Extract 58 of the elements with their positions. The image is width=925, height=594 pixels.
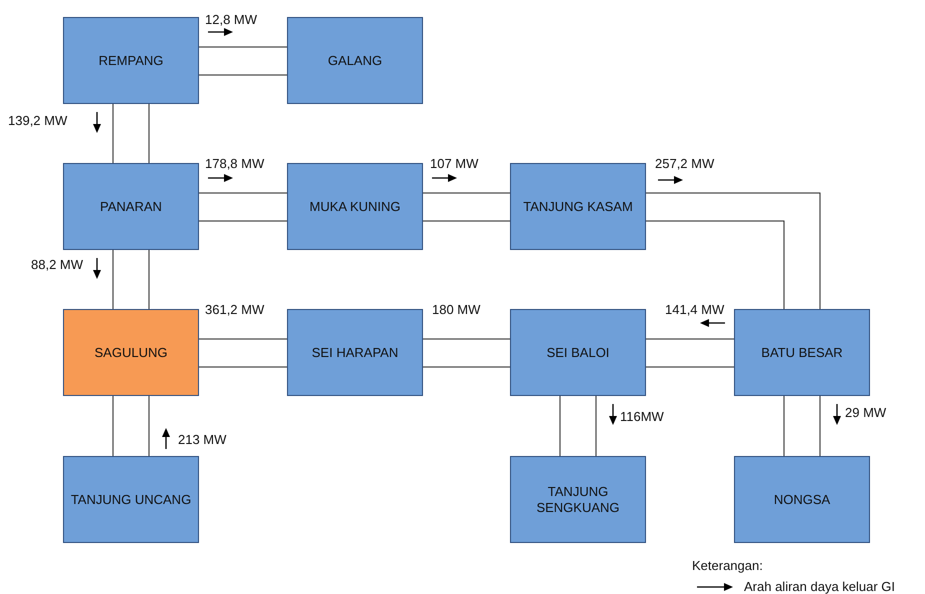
transmission-line [422, 220, 510, 222]
transmission-line [148, 396, 150, 456]
power-flow-value: 361,2 MW [205, 302, 264, 317]
substation-name: BATU BESAR [761, 344, 843, 360]
substation-name: NONGSA [774, 492, 830, 508]
power-flow-value: 178,8 MW [205, 156, 264, 171]
transmission-line [112, 250, 114, 310]
power-flow-value: 213 MW [178, 432, 226, 447]
transmission-line [422, 192, 510, 194]
substation-box [510, 456, 646, 543]
power-flow-value: 139,2 MW [8, 113, 68, 128]
transmission-line [198, 366, 288, 368]
power-flow-value: 257,2 MW [655, 156, 714, 171]
transmission-line [148, 250, 150, 310]
legend-text: Arah aliran daya keluar GI [744, 579, 896, 594]
substation-name: MUKA KUNING [309, 198, 400, 214]
transmission-line [148, 104, 150, 164]
substation-box [63, 309, 199, 396]
power-flow-value: 29 MW [845, 405, 886, 420]
substation-name: GALANG [328, 52, 382, 68]
substation-name: SAGULUNG [94, 344, 168, 360]
transmission-line [112, 104, 114, 164]
substation-box [287, 163, 423, 250]
transmission-line [198, 338, 288, 340]
power-flow-value: 116MW [620, 409, 664, 424]
substation-box [287, 309, 423, 396]
substation-name: TANJUNG UNCANG [70, 492, 192, 508]
substation-name: SEI BALOI [546, 344, 610, 360]
substation-name: REMPANG [98, 52, 164, 68]
power-flow-value: 107 MW [430, 156, 478, 171]
transmission-line [646, 338, 734, 340]
transmission-line [198, 220, 288, 222]
transmission-line [198, 46, 288, 48]
substation-box [63, 17, 199, 104]
transmission-line [198, 74, 288, 76]
substation-box [63, 163, 199, 250]
substation-box [510, 163, 646, 250]
power-flow-value: 12,8 MW [205, 12, 258, 27]
transmission-line [646, 192, 820, 310]
substation-name: SEI HARAPAN [312, 344, 398, 360]
power-flow-value: 141,4 MW [665, 302, 724, 317]
transmission-line [646, 220, 784, 310]
substation-name: PANARAN [100, 198, 162, 214]
power-flow-value: 88,2 MW [31, 257, 84, 272]
substation-box [287, 17, 423, 104]
substation-box [510, 309, 646, 396]
transmission-line [422, 366, 510, 368]
legend-title: Keterangan: [692, 558, 763, 573]
substation-box [734, 309, 870, 396]
substation-name: TANJUNG SENGKUANG [535, 484, 621, 516]
transmission-line [112, 396, 114, 456]
transmission-line [198, 192, 288, 194]
substation-name: TANJUNG KASAM [523, 198, 633, 214]
substation-box [734, 456, 870, 543]
substation-box [63, 456, 199, 543]
transmission-line [646, 366, 734, 368]
transmission-line [422, 338, 510, 340]
power-flow-value: 180 MW [432, 302, 480, 317]
